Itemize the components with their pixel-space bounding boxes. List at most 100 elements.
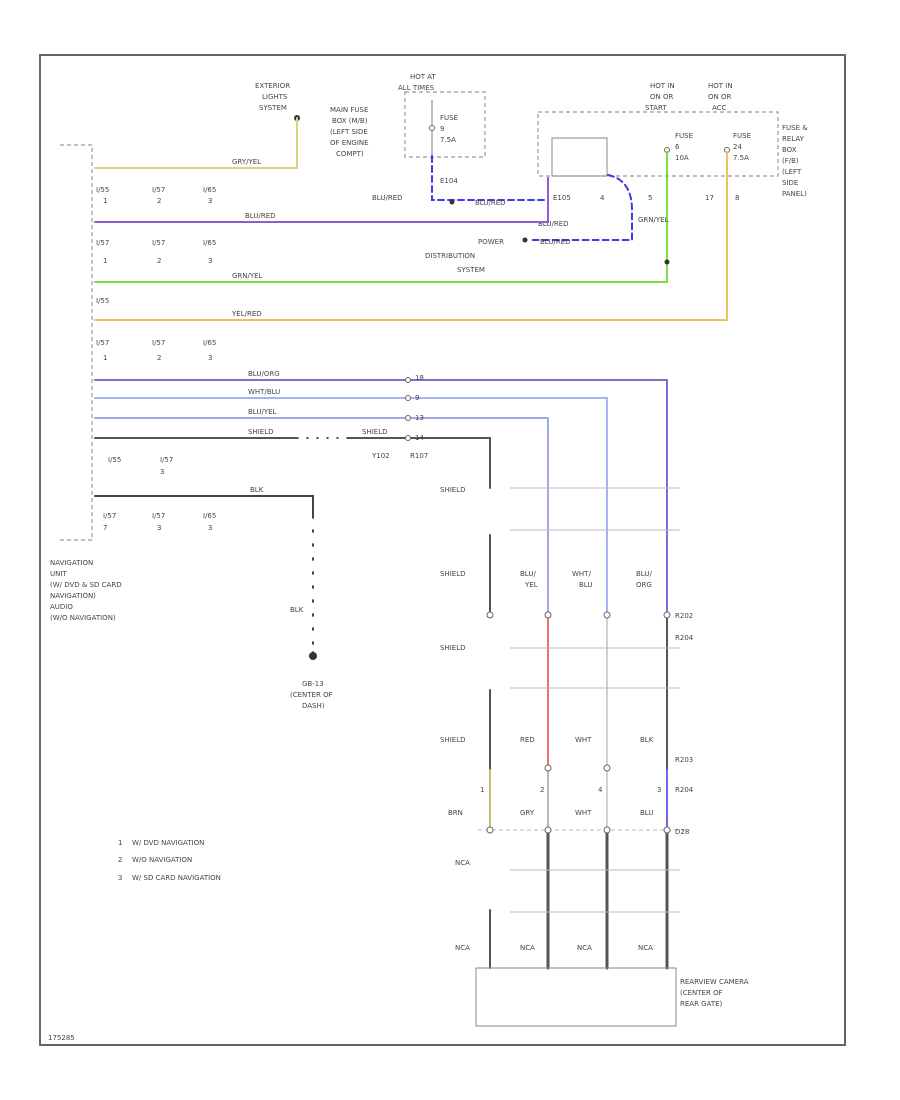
svg-text:2: 2 <box>540 786 544 794</box>
svg-text:I/55: I/55 <box>108 456 121 464</box>
conn-e104: E104 <box>440 177 458 185</box>
svg-text:D28: D28 <box>675 828 689 836</box>
svg-text:RELAY: RELAY <box>782 135 805 143</box>
fuse-relay-box-label: FUSE & RELAY BOX (F/B) (LEFT SIDE PANEL) <box>782 124 808 198</box>
svg-text:MAIN FUSE: MAIN FUSE <box>330 106 368 114</box>
svg-text:PANEL): PANEL) <box>782 190 807 198</box>
main-fuse-box-label: MAIN FUSE BOX (M/B) (LEFT SIDE OF ENGINE… <box>330 106 369 158</box>
svg-text:SHIELD: SHIELD <box>440 486 465 494</box>
wire-shield-label-2: SHIELD <box>362 428 387 436</box>
svg-text:(LEFT: (LEFT <box>782 168 802 176</box>
wire-grn-yel-side-label: GRN/YEL <box>638 216 669 224</box>
svg-text:I/57: I/57 <box>152 512 165 520</box>
hot-in-acc-label: HOT IN ON OR ACC <box>708 82 733 112</box>
svg-text:W/O NAVIGATION: W/O NAVIGATION <box>132 856 192 864</box>
wire-blk-label-2: BLK <box>290 606 304 614</box>
pin-gry-b <box>544 826 552 834</box>
wire-blu-red-row <box>94 177 549 223</box>
svg-text:3: 3 <box>208 197 212 205</box>
svg-text:DISTRIBUTION: DISTRIBUTION <box>425 252 475 260</box>
svg-text:W/ SD CARD NAVIGATION: W/ SD CARD NAVIGATION <box>132 874 221 882</box>
svg-text:I/65: I/65 <box>203 239 216 247</box>
pin-fuse6-5: 5 <box>648 194 652 202</box>
svg-text:BOX: BOX <box>782 146 797 154</box>
svg-text:BLK: BLK <box>640 736 654 744</box>
svg-text:REARVIEW CAMERA: REARVIEW CAMERA <box>680 978 749 986</box>
svg-text:NCA: NCA <box>520 944 535 952</box>
svg-text:DASH): DASH) <box>302 702 325 710</box>
wire-yel-red-row <box>94 151 728 321</box>
ground-label: GB-13 (CENTER OF DASH) <box>290 680 333 710</box>
svg-text:I/57: I/57 <box>103 512 116 520</box>
svg-text:R204: R204 <box>675 634 694 642</box>
svg-text:24: 24 <box>733 143 742 151</box>
wire-blu-red-label-left: BLU/RED <box>372 194 403 202</box>
wire-blu-red-row-label: BLU/RED <box>245 212 276 220</box>
exterior-lights-label: EXTERIOR LIGHTS SYSTEM <box>255 82 290 112</box>
svg-text:LIGHTS: LIGHTS <box>262 93 288 101</box>
camera-conn-ids: R202 R204 R203 R204 D28 1 2 4 3 <box>480 612 694 836</box>
svg-text:I/65: I/65 <box>203 512 216 520</box>
conn-e105: E105 <box>553 194 571 202</box>
svg-text:SHIELD: SHIELD <box>440 736 465 744</box>
svg-text:NCA: NCA <box>455 859 470 867</box>
svg-text:R107: R107 <box>410 452 428 460</box>
svg-text:(LEFT SIDE: (LEFT SIDE <box>330 128 368 136</box>
pin-wht-b <box>603 826 611 834</box>
wire-blk <box>94 495 314 656</box>
wire-blu-red-label-right: BLU/RED <box>538 220 569 228</box>
svg-text:3: 3 <box>208 354 212 362</box>
svg-text:18: 18 <box>415 374 424 382</box>
wire-yel-red-row-label: YEL/RED <box>231 310 262 318</box>
power-distribution-terminal <box>522 237 528 243</box>
svg-text:GRY: GRY <box>520 809 535 817</box>
pin-brn-b <box>486 826 494 834</box>
svg-text:I/57: I/57 <box>152 239 165 247</box>
nav-pin-labels: I/55 I/57 I/65 1 2 3 I/57 I/57 I/65 1 2 … <box>96 186 216 362</box>
svg-text:BLU: BLU <box>640 809 653 817</box>
svg-text:R203: R203 <box>675 756 693 764</box>
svg-text:REAR GATE): REAR GATE) <box>680 1000 723 1008</box>
main-fuse-box-outline <box>404 91 486 158</box>
fuse-6-label: FUSE 6 10A <box>675 132 693 162</box>
svg-text:ON OR: ON OR <box>708 93 731 101</box>
svg-text:10A: 10A <box>675 154 689 162</box>
svg-text:FUSE &: FUSE & <box>782 124 808 132</box>
fuse-9-label: FUSE 9 7.5A <box>440 114 458 144</box>
power-distribution-label: POWER DISTRIBUTION SYSTEM <box>425 238 504 274</box>
fuse-relay-box-outline <box>537 111 779 177</box>
pin-e105-4: 4 <box>600 194 605 202</box>
pin-r107-13 <box>405 415 411 421</box>
svg-text:I/57: I/57 <box>152 186 165 194</box>
svg-text:UNIT: UNIT <box>50 570 67 578</box>
svg-text:NAVIGATION: NAVIGATION <box>50 559 93 567</box>
svg-text:ORG: ORG <box>636 581 652 589</box>
wire-grn-yel-row <box>94 151 668 283</box>
svg-text:AUDIO: AUDIO <box>50 603 73 611</box>
wire-blu-red-label-pd: BLU/RED <box>540 238 571 246</box>
svg-text:HOT IN: HOT IN <box>708 82 733 90</box>
svg-text:NCA: NCA <box>638 944 653 952</box>
wire-blu-red-dashed-right <box>531 174 633 241</box>
svg-text:HOT AT: HOT AT <box>410 73 437 81</box>
pin-r107-18 <box>405 377 411 383</box>
svg-text:R202: R202 <box>675 612 693 620</box>
svg-text:WHT: WHT <box>575 809 592 817</box>
svg-text:(F/B): (F/B) <box>782 157 799 165</box>
pin-blu-b <box>663 826 671 834</box>
rearview-camera-box <box>475 967 677 1027</box>
wire-gry-yel-label: GRY/YEL <box>232 158 261 166</box>
pin-r107-14 <box>405 435 411 441</box>
svg-text:9: 9 <box>415 394 419 402</box>
legend: 1 W/ DVD NAVIGATION 2 W/O NAVIGATION 3 W… <box>118 839 221 882</box>
svg-text:I/57: I/57 <box>160 456 173 464</box>
svg-text:13: 13 <box>415 414 424 422</box>
svg-text:GRN/YEL: GRN/YEL <box>638 216 669 224</box>
svg-text:I/55: I/55 <box>96 297 109 305</box>
fuse-9-pin <box>429 125 435 131</box>
wire-blu-red-label-mid: BLU/RED <box>475 199 506 207</box>
wire-blu-org-label: BLU/ORG <box>248 370 280 378</box>
svg-text:NCA: NCA <box>577 944 592 952</box>
fuse-relay-inner-box <box>551 137 608 177</box>
